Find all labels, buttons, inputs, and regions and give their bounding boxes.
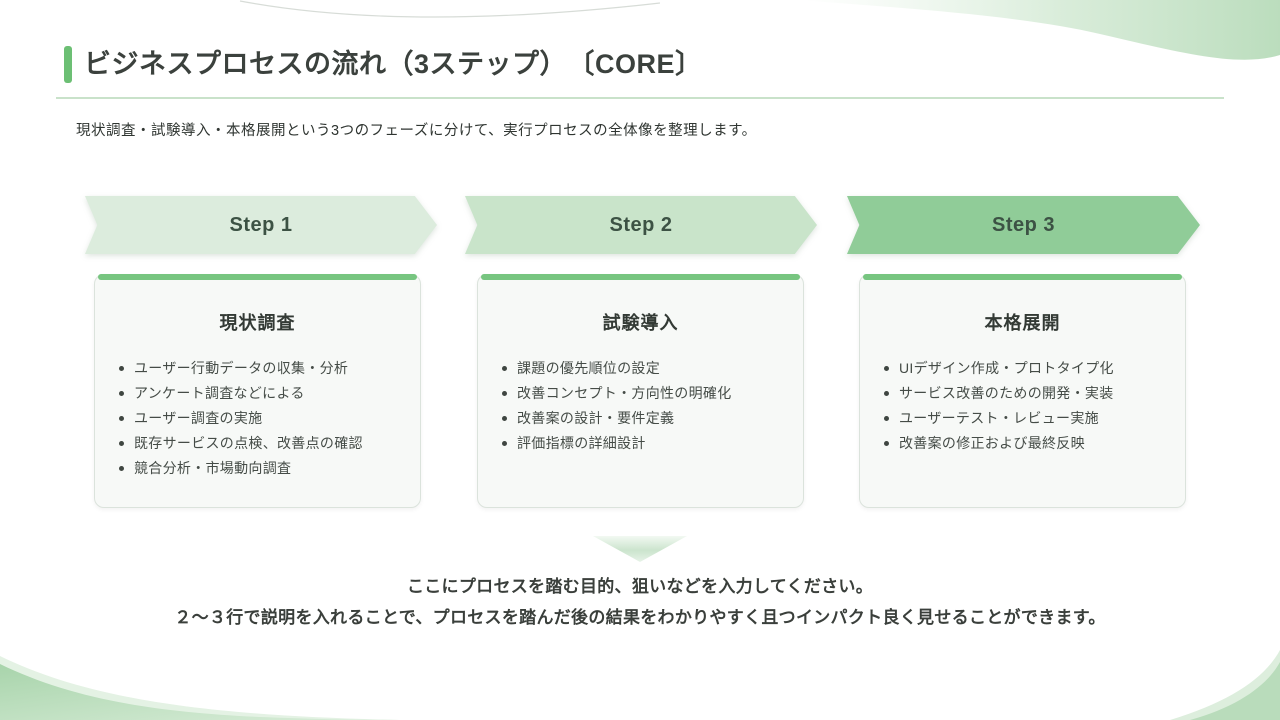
bullet-text: 改善コンセプト・方向性の明確化 [517,384,732,401]
card-bullet-item: ユーザー行動データの収集・分析 [119,356,406,381]
step1-card: 現状調査 ユーザー行動データの収集・分析アンケート調査などによるユーザー調査の実… [94,274,421,508]
step3-card-list: UIデザイン作成・プロトタイプ化サービス改善のための開発・実装ユーザーテスト・レ… [860,356,1185,456]
bullet-dot-icon [119,440,124,446]
bullet-dot-icon [502,390,507,396]
step1-banner-shape: Step 1 [85,196,437,254]
step2-card-title: 試験導入 [602,313,679,333]
card-bullet-item: 改善コンセプト・方向性の明確化 [502,381,789,406]
step1-card-title: 現状調査 [219,313,296,333]
bullet-text: 既存サービスの点検、改善点の確認 [134,434,363,451]
step2-card-list: 課題の優先順位の設定改善コンセプト・方向性の明確化改善案の設計・要件定義評価指標… [478,356,803,456]
slide-description: 現状調査・試験導入・本格展開という3つのフェーズに分けて、実行プロセスの全体像を… [76,123,757,139]
card-bullet-item: 課題の優先順位の設定 [502,356,789,381]
step1-card-top-bar [98,274,417,280]
step3-banner: Step 3 [847,196,1200,254]
card-bullet-item: 改善案の設計・要件定義 [502,406,789,431]
bullet-dot-icon [119,366,124,371]
card-bullet-item: アンケート調査などによる [119,381,406,406]
title-accent-bar [64,46,72,83]
card-bullet-item: 既存サービスの点検、改善点の確認 [119,431,406,456]
bullet-text: サービス改善のための開発・実装 [899,384,1114,401]
bullet-dot-icon [502,366,507,371]
card-bullet-item: UIデザイン作成・プロトタイプ化 [884,356,1171,381]
step3-banner-label: Step 3 [991,213,1056,236]
bullet-text: ユーザー行動データの収集・分析 [134,360,349,376]
bullet-text: 評価指標の詳細設計 [517,434,646,451]
card-bullet-item: 競合分析・市場動向調査 [119,456,406,481]
corner-wave-bottom-right [1170,650,1280,720]
step1-banner: Step 1 [85,196,437,254]
step2-card: 試験導入 課題の優先順位の設定改善コンセプト・方向性の明確化改善案の設計・要件定… [477,274,804,508]
page-title: ビジネスプロセスの流れ（3ステップ） 〔CORE〕 [84,49,703,79]
step3-banner-shape: Step 3 [847,196,1200,254]
bullet-dot-icon [884,415,889,421]
step1-card-list: ユーザー行動データの収集・分析アンケート調査などによるユーザー調査の実施既存サー… [95,356,420,481]
card-bullet-item: ユーザーテスト・レビュー実施 [884,406,1171,431]
bullet-dot-icon [502,415,507,421]
bullet-text: 競合分析・市場動向調査 [134,459,292,476]
bullet-text: UIデザイン作成・プロトタイプ化 [899,360,1114,376]
card-bullet-item: ユーザー調査の実施 [119,406,406,431]
step2-banner-shape: Step 2 [465,196,817,254]
card-bullet-item: 評価指標の詳細設計 [502,431,789,456]
corner-wave-top-right [800,0,1280,60]
card-bullet-item: サービス改善のための開発・実装 [884,381,1171,406]
title-divider [56,97,1224,99]
corner-wave-bottom-left [0,656,400,720]
bullet-dot-icon [119,465,124,471]
bullet-text: 改善案の設計・要件定義 [517,409,675,426]
step2-banner-label: Step 2 [609,213,673,236]
bullet-text: ユーザーテスト・レビュー実施 [899,409,1099,426]
step3-card: 本格展開 UIデザイン作成・プロトタイプ化サービス改善のための開発・実装ユーザー… [859,274,1186,508]
bullet-dot-icon [884,440,889,446]
step2-banner: Step 2 [465,196,817,254]
bullet-dot-icon [119,390,124,396]
step3-card-title: 本格展開 [984,313,1061,333]
down-arrow-icon [593,536,687,562]
step2-card-top-bar [481,274,800,280]
footer-note-line1: ここにプロセスを踏む目的、狙いなどを入力してください。 [406,577,874,596]
bullet-dot-icon [119,415,124,421]
footer-note-line2: ２～３行で説明を入れることで、プロセスを踏んだ後の結果をわかりやすく且つインパク… [174,608,1106,627]
bullet-text: アンケート調査などによる [134,384,305,401]
bullet-dot-icon [502,440,507,446]
step3-card-top-bar [863,274,1182,280]
bullet-text: 改善案の修正および最終反映 [899,434,1085,451]
bullet-text: ユーザー調査の実施 [134,409,263,426]
card-bullet-item: 改善案の修正および最終反映 [884,431,1171,456]
corner-arc-top-left [239,0,661,18]
bullet-text: 課題の優先順位の設定 [517,360,660,376]
step1-banner-label: Step 1 [229,213,293,236]
bullet-dot-icon [884,390,889,396]
bullet-dot-icon [884,366,889,371]
